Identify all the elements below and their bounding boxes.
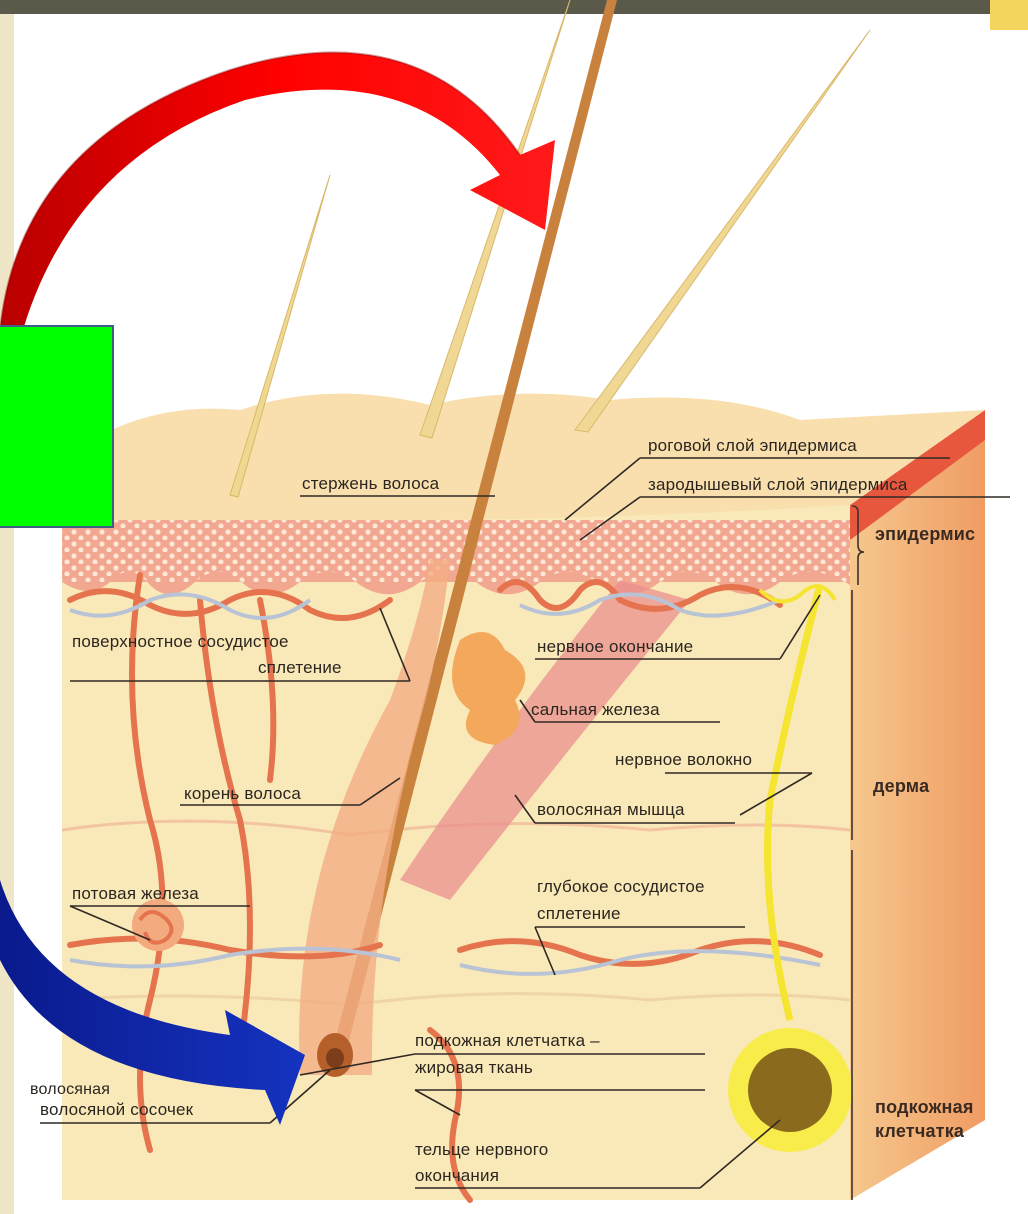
label-hair-follicle-partial: волосяная xyxy=(30,1080,110,1100)
label-hair-muscle: волосяная мышца xyxy=(537,800,685,820)
label-hair-shaft: стержень волоса xyxy=(302,474,439,494)
label-superficial-plexus-line1: поверхностное сосудистое xyxy=(72,632,289,652)
label-deep-plexus-line2: сплетение xyxy=(537,904,621,924)
label-deep-plexus-line1: глубокое сосудистое xyxy=(537,877,705,897)
label-germinal-layer: зародышевый слой эпидермиса xyxy=(648,475,908,495)
label-hypodermis-line2: клетчатка xyxy=(875,1121,964,1141)
label-sebaceous-gland: сальная железа xyxy=(531,700,660,720)
label-sweat-gland: потовая железа xyxy=(72,884,199,904)
left-frame-strip xyxy=(0,14,14,1214)
label-hypodermis-line1: подкожная xyxy=(875,1097,974,1117)
label-subcutaneous-line1: подкожная клетчатка – xyxy=(415,1031,600,1051)
green-box xyxy=(0,325,114,528)
top-frame-bar xyxy=(0,0,1028,14)
label-nerve-corpuscle-line1: тельце нервного xyxy=(415,1140,548,1160)
label-epidermis: эпидермис xyxy=(875,524,975,544)
label-dermis: дерма xyxy=(873,776,929,796)
label-nerve-corpuscle-line2: окончания xyxy=(415,1166,499,1186)
label-nerve-fiber: нервное волокно xyxy=(615,750,752,770)
label-stratum-corneum: роговой слой эпидермиса xyxy=(648,436,857,456)
label-subcutaneous-line2: жировая ткань xyxy=(415,1058,533,1078)
label-nerve-ending: нервное окончание xyxy=(537,637,693,657)
label-hair-papilla: волосяной сосочек xyxy=(40,1100,193,1120)
label-hair-root: корень волоса xyxy=(184,784,301,804)
label-superficial-plexus-line2: сплетение xyxy=(258,658,342,678)
corner-frame xyxy=(990,0,1028,30)
